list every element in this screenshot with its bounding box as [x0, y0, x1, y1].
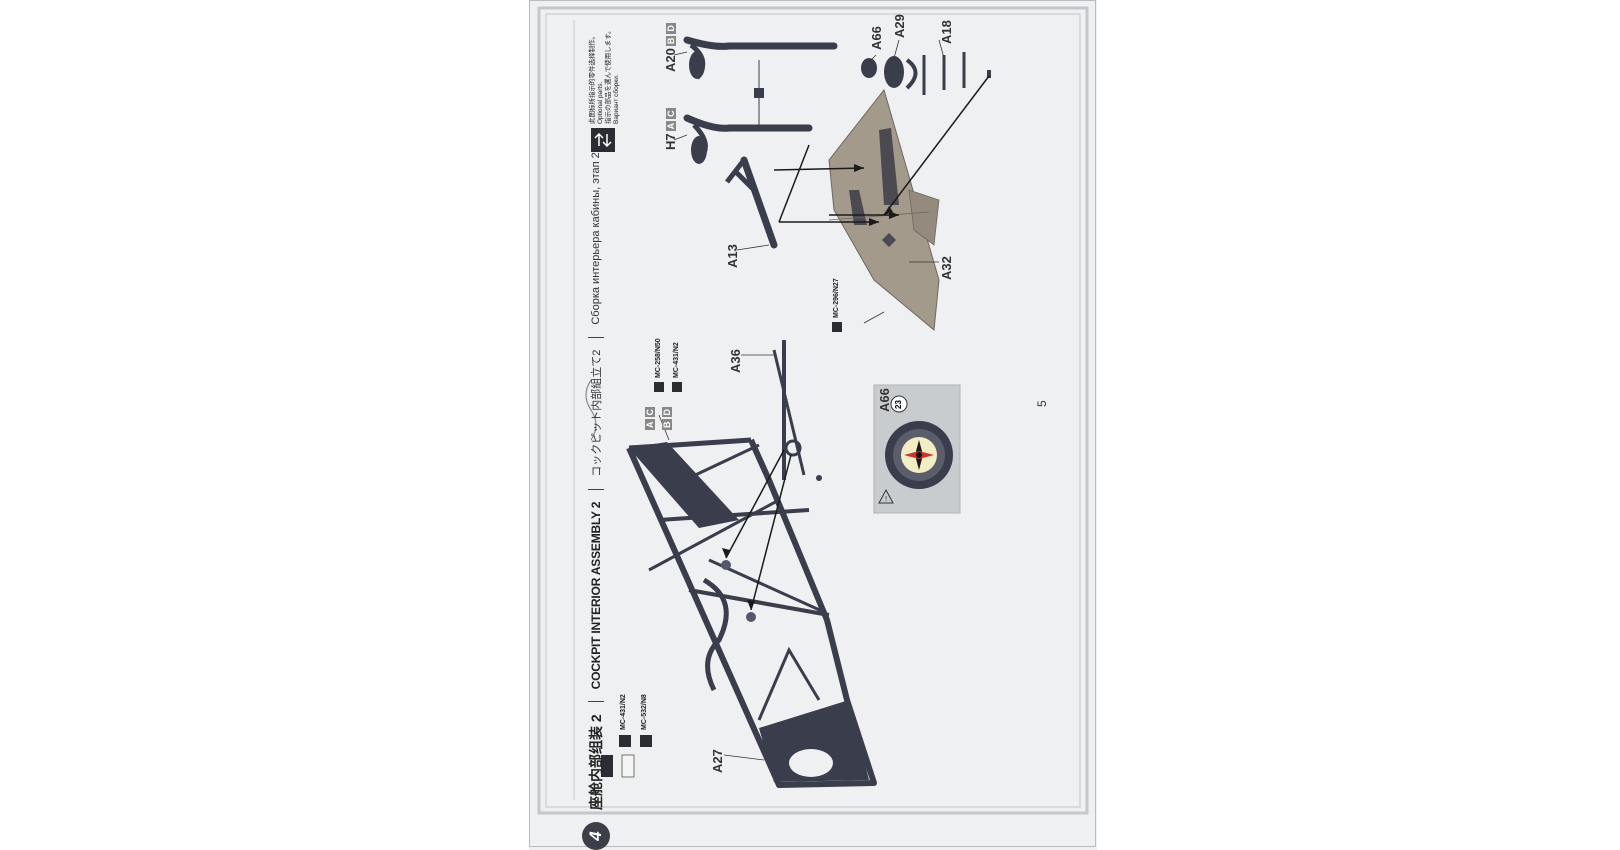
label-a32: A32	[939, 256, 954, 280]
option-note: 此图标所指示的零件选择制作。 Optional parts. 指示の部品を選んで…	[589, 9, 621, 124]
part-a32-floor	[828, 88, 940, 331]
variant-tag: B	[665, 35, 676, 47]
decal-number: 23	[894, 400, 903, 409]
frame-paint-code: MC-258/N50	[655, 338, 662, 378]
label-a36: A36	[728, 349, 743, 373]
label-h7-group: H7 A C	[663, 108, 678, 150]
outer-border	[529, 0, 1096, 847]
part-a66-a29-a18	[861, 52, 991, 95]
variant-tag: C	[665, 108, 676, 119]
step-title-row: 4 座舱内部组装 2 COCKPIT INTERIOR ASSEMBLY 2 コ…	[576, 0, 616, 850]
label-a66-detail: A66	[877, 388, 892, 412]
option-note-ja: 指示の部品を選んで使用します。	[605, 27, 612, 124]
paint-code: MC-431/N2	[620, 694, 627, 730]
svg-text:!: !	[885, 495, 888, 503]
arrow	[750, 454, 792, 611]
caution-icon	[878, 488, 894, 504]
part-a27-frame	[626, 437, 877, 788]
title-swirl	[585, 379, 597, 441]
option-swap-icon	[754, 88, 764, 98]
brush-icon	[832, 322, 842, 332]
label-a66: A66	[869, 26, 884, 50]
label-a20: A20	[663, 48, 678, 72]
step-title-en: COCKPIT INTERIOR ASSEMBLY 2	[589, 501, 603, 690]
option-note-ru: Вариант сборки.	[613, 74, 620, 124]
option-note-en: Optional parts.	[597, 81, 604, 124]
label-a29: A29	[892, 14, 907, 38]
leader-lines	[658, 39, 945, 761]
paint-code: MC-532/N8	[641, 694, 648, 730]
label-a27: A27	[710, 749, 725, 773]
instruction-page: ! 4 座舱内部组装 2 COCKPIT INTERIOR ASSEMBLY 2…	[529, 0, 1097, 850]
frame-variant-top: A C	[645, 407, 655, 432]
decal-badge	[890, 395, 908, 413]
page-number: 5	[1035, 400, 1049, 407]
variant-tag: D	[665, 23, 676, 34]
brush-icon	[654, 382, 664, 392]
floor-paint-code: MC-296/N27	[833, 278, 840, 318]
option-note-cn: 此图标所指示的零件选择制作。	[589, 33, 596, 124]
step-number: 4	[582, 822, 610, 850]
step-title-ja: コックピット内部組立て2	[591, 349, 603, 477]
step-title-ru: Сборка интерьера кабины, этап 2	[590, 152, 602, 325]
assembly-diagram: !	[529, 0, 1096, 847]
arrow	[725, 449, 785, 559]
step-title-cn: 座舱内部组装 2	[588, 714, 604, 810]
brush-icon	[619, 735, 631, 747]
compass-detail	[885, 421, 953, 489]
variant-tag: D	[662, 407, 672, 418]
label-a13: A13	[725, 244, 740, 268]
assembly-arrows	[773, 75, 990, 223]
part-a13-pedal	[725, 156, 778, 249]
label-a20-group: A20 B D	[663, 23, 678, 72]
variant-tag: C	[645, 407, 655, 418]
title-separator	[588, 701, 604, 703]
label-a18: A18	[939, 20, 954, 44]
variant-tag: A	[665, 120, 676, 132]
part-a36-rod	[772, 340, 822, 481]
title-separator	[588, 336, 604, 338]
paint-swatch-dark	[601, 755, 613, 777]
variant-tag: A	[645, 419, 655, 430]
paint-swatch-light	[621, 754, 635, 778]
frame-variant-bottom: B D	[662, 407, 672, 432]
part-a20-stick	[683, 36, 838, 125]
title-separator	[588, 488, 604, 490]
brush-icon	[672, 382, 682, 392]
brush-icon	[640, 735, 652, 747]
page-frame	[537, 6, 1089, 815]
frame-paint-code: MC-431/N2	[673, 342, 680, 378]
variant-tag: B	[662, 419, 672, 430]
page-frame-inner	[545, 13, 1081, 808]
label-h7: H7	[663, 133, 678, 150]
option-icon	[591, 128, 615, 152]
part-h7-stick	[683, 114, 813, 164]
